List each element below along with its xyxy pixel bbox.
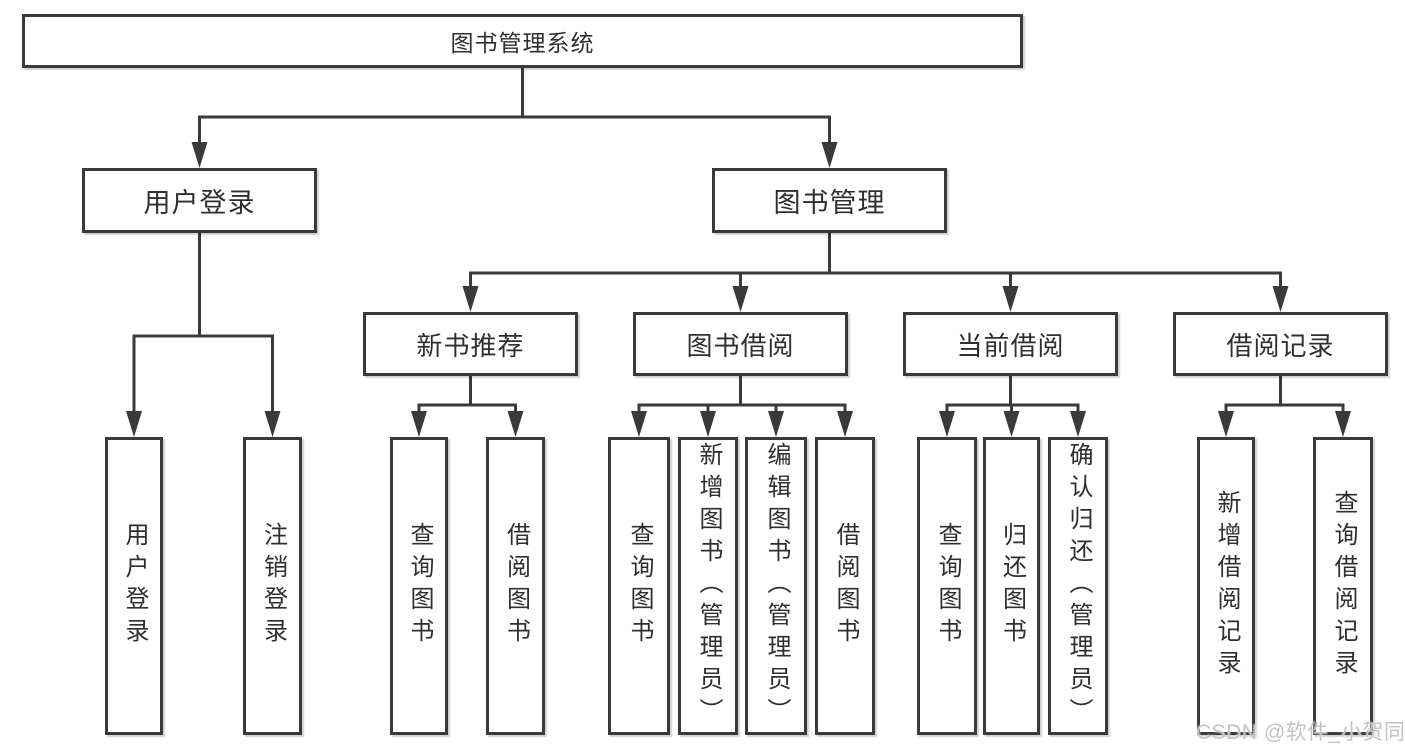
connector-book-mgmt-level3 [469,231,1282,292]
connector-root-level2 [198,66,831,148]
leaf-label: 查询图书 [934,522,961,650]
leaf-query-books-borrow: 查询图书 [608,437,670,735]
connector-current-borrow-leaves [945,374,1080,417]
leaf-edit-book-admin: 编辑图书（管理员） [745,437,807,735]
node-borrow-records: 借阅记录 [1173,312,1388,376]
leaf-user-login: 用户登录 [105,437,163,735]
arrow-down-icon [1003,411,1020,437]
leaf-confirm-return-admin: 确认归还（管理员） [1048,437,1108,735]
arrow-down-icon [1002,286,1019,312]
leaf-query-borrow-record: 查询借阅记录 [1313,437,1373,735]
leaf-query-books-current: 查询图书 [917,437,977,735]
arrow-down-icon [191,142,208,168]
arrow-down-icon [1272,286,1289,312]
leaf-return-book: 归还图书 [983,437,1040,735]
leaf-label: 新增图书（管理员） [695,442,722,730]
leaf-logout: 注销登录 [243,437,302,735]
leaf-label: 归还图书 [998,522,1026,650]
arrow-down-icon [732,286,749,312]
leaf-label: 借阅图书 [502,522,530,650]
node-library-management-system: 图书管理系统 [22,14,1023,68]
node-book-management: 图书管理 [712,168,947,233]
arrow-down-icon [768,411,784,437]
leaf-label: 新增借阅记录 [1213,490,1240,682]
connector-user-login-leaves [132,231,274,417]
arrow-down-icon [462,286,479,312]
node-user-login: 用户登录 [82,168,317,233]
arrow-down-icon [821,142,838,168]
leaf-add-book-admin: 新增图书（管理员） [678,437,738,735]
arrow-down-icon [411,411,427,437]
leaf-query-books-recommend: 查询图书 [390,437,448,735]
node-new-book-recommend: 新书推荐 [363,312,578,376]
leaf-label: 查询图书 [406,522,433,650]
arrow-down-icon [631,411,647,437]
leaf-label: 确认归还（管理员） [1065,442,1092,730]
connector-paths [132,66,1345,417]
node-book-borrow: 图书借阅 [633,312,848,376]
connector-book-borrow-leaves [637,374,847,417]
arrow-down-icon [126,411,142,437]
arrow-down-icon [837,411,853,437]
leaf-label: 查询借阅记录 [1330,490,1357,682]
csdn-watermark: CSDN @软件_小贺同学 [1196,721,1405,744]
node-current-borrow: 当前借阅 [903,312,1118,376]
arrowheads [126,142,1351,437]
arrow-down-icon [1335,411,1351,437]
leaf-label: 借阅图书 [832,522,859,650]
leaf-label: 注销登录 [259,522,287,650]
leaf-label: 编辑图书（管理员） [763,442,790,730]
arrow-down-icon [939,411,955,437]
leaf-label: 用户登录 [121,522,148,650]
leaf-label: 查询图书 [626,522,653,650]
connector-new-book-leaves [417,374,517,417]
leaf-borrow-books-recommend: 借阅图书 [486,437,545,735]
connector-borrow-record-leaves [1224,374,1345,417]
arrow-down-icon [264,411,281,437]
arrow-down-icon [700,411,716,437]
arrow-down-icon [507,411,524,437]
leaf-borrow-books: 借阅图书 [815,437,875,735]
arrow-down-icon [1218,411,1234,437]
arrow-down-icon [1070,411,1086,437]
leaf-add-borrow-record: 新增借阅记录 [1197,437,1255,735]
